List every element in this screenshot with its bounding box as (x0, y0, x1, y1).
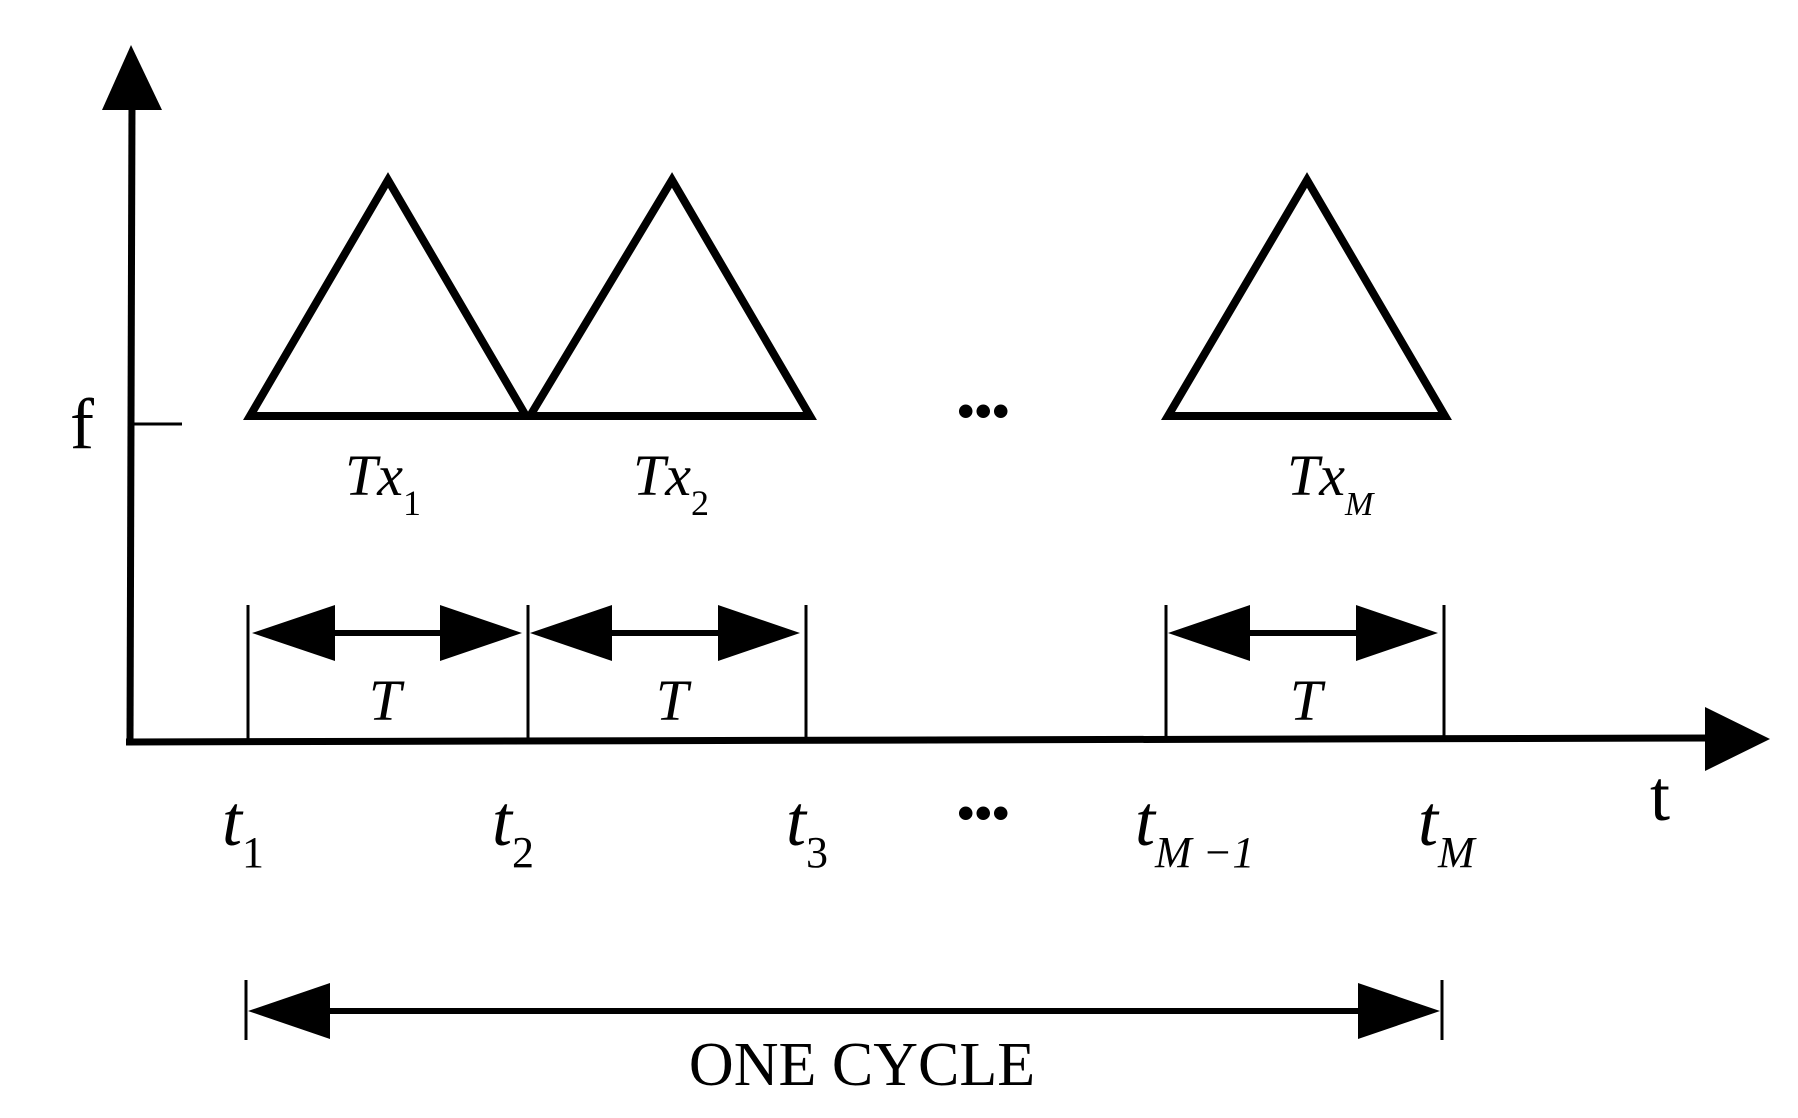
tm-base: t (1418, 781, 1440, 861)
chirp-tx1 (243, 172, 533, 420)
chirp-ellipsis: ••• (957, 383, 1010, 439)
time-ellipsis: ••• (957, 785, 1010, 841)
t1-sub: 1 (242, 828, 264, 877)
t1-label: t1 (222, 781, 264, 877)
tm1-base: t (1135, 781, 1157, 861)
transmitter-labels: Tx1 Tx2 TxM (345, 443, 1375, 523)
tx2-sub: 2 (691, 483, 709, 523)
y-axis (126, 99, 136, 744)
cycle-left-head (248, 983, 330, 1039)
period-m-right-head (1356, 605, 1438, 661)
tm-label: tM (1418, 781, 1477, 877)
tx2-base: Tx (633, 443, 691, 508)
chirps: ••• (243, 172, 1452, 439)
boundary-ticks (246, 605, 1446, 740)
y-axis-label: f (70, 384, 94, 464)
t3-sub: 3 (806, 828, 828, 877)
period-arrows: T T T (252, 605, 1438, 733)
tx1-base: Tx (345, 443, 403, 508)
txM-label: TxM (1287, 443, 1375, 523)
tx1-sub: 1 (403, 483, 421, 523)
t3-base: t (786, 781, 808, 861)
period-1-left-head (252, 605, 335, 661)
tm1-sub: M −1 (1154, 828, 1254, 877)
period-1-label: T (369, 668, 405, 733)
period-2-label: T (656, 668, 692, 733)
axes: f t (70, 45, 1770, 836)
period-1-right-head (440, 605, 522, 661)
t3-label: t3 (786, 781, 828, 877)
y-axis-arrowhead (102, 45, 162, 110)
tx2-label: Tx2 (633, 443, 709, 523)
x-axis-arrowhead (1705, 707, 1770, 771)
t1-base: t (222, 781, 244, 861)
period-2-left-head (530, 605, 612, 661)
tm-sub: M (1437, 828, 1477, 877)
cycle-span: ONE CYCLE (244, 980, 1444, 1099)
chirp-txM (1161, 172, 1452, 420)
cycle-right-head (1358, 983, 1440, 1039)
x-axis (125, 734, 1716, 746)
period-2-right-head (718, 605, 800, 661)
period-m-label: T (1290, 668, 1326, 733)
txM-sub: M (1344, 486, 1375, 523)
t2-base: t (492, 781, 514, 861)
txM-base: Tx (1287, 443, 1345, 508)
tx1-label: Tx1 (345, 443, 421, 523)
time-labels: t1 t2 t3 ••• tM −1 tM (222, 781, 1477, 877)
chirp-tx2 (522, 172, 817, 420)
t2-sub: 2 (512, 828, 534, 877)
cycle-label: ONE CYCLE (689, 1031, 1035, 1099)
tm1-label: tM −1 (1135, 781, 1254, 877)
x-axis-label: t (1650, 756, 1670, 836)
t2-label: t2 (492, 781, 534, 877)
period-m-left-head (1168, 605, 1250, 661)
